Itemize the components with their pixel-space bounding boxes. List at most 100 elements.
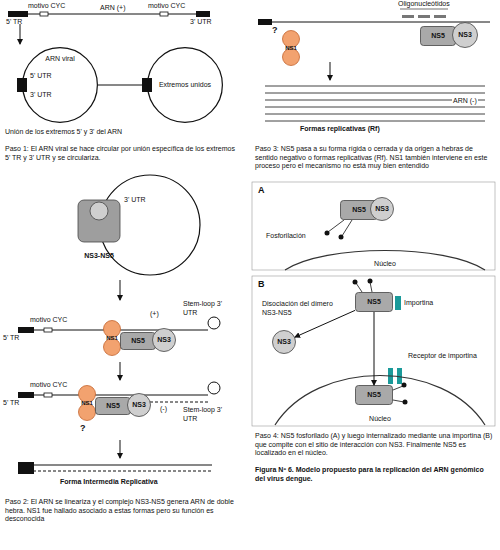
rna-strand: [260, 22, 490, 23]
phosphate-stick: [370, 282, 372, 292]
step-caption: Paso 1: El ARN viral se hace circular po…: [5, 145, 240, 162]
node-label: NS1: [285, 44, 297, 52]
stem-loop-label: Stem-loop 3' UTR: [183, 406, 233, 423]
node-label: ARN viral: [45, 55, 75, 63]
ns3-protein: [273, 331, 296, 354]
nuclear-membrane: [275, 376, 485, 426]
ns3-protein: [153, 329, 176, 352]
utr-block: [18, 327, 34, 333]
strand-label: ARN (+): [100, 4, 125, 13]
stem-loop: [208, 382, 220, 394]
utr-block: [18, 392, 34, 398]
step-caption: Paso 3: NS5 pasa a su forma rígida o cer…: [255, 145, 495, 171]
rna-circle: [148, 48, 223, 123]
ns3-protein: [453, 23, 478, 48]
ns5-protein: [421, 27, 456, 46]
protein: NS1: [282, 30, 300, 66]
node-label: NS5: [367, 298, 381, 306]
node-label: NS5: [106, 402, 120, 410]
phosphate: [353, 280, 358, 285]
protein: NS1: [103, 320, 121, 356]
negative-strand: [150, 402, 208, 403]
protein: NS5: [95, 397, 131, 415]
phosphate-stick: [393, 386, 403, 390]
node-label: NS5: [431, 32, 445, 40]
rna-circle: ARN viral: [22, 47, 98, 123]
protein: NS3: [370, 197, 394, 221]
connector-arrow: [295, 310, 355, 337]
stem-loop: [208, 317, 220, 329]
strand-label: (-): [160, 405, 167, 414]
replicative-strand: [265, 93, 485, 94]
protein: NS5: [355, 385, 393, 405]
unknown-mark: ?: [80, 424, 86, 433]
phosphate-stick: [356, 283, 362, 292]
motif-label: motivo CYC: [28, 2, 65, 11]
end-label: 3' UTR: [124, 196, 146, 205]
ns3-protein: [128, 394, 151, 417]
figure-caption: Figura Nº 6. Modelo propuesto para la re…: [255, 466, 495, 483]
nucleus: Núcleo: [285, 240, 485, 270]
protein: NS3: [127, 393, 151, 417]
cyc-motif: [44, 393, 52, 397]
motif-label: motivo CYC: [30, 381, 67, 390]
node-label: Núcleo: [374, 260, 396, 268]
product-label: Forma Intermedia Replicativa: [60, 478, 158, 487]
rna-strand: [18, 465, 212, 466]
ns5-protein: [356, 293, 393, 312]
negative-strand: [18, 471, 212, 472]
cyc-motif: [40, 12, 48, 16]
importin: [395, 296, 401, 310]
step-arrow: [120, 362, 121, 380]
edge-label: Disociación del dímero NS3-NS5: [262, 300, 337, 317]
phosphate-stick: [393, 400, 404, 402]
ns1-protein: [79, 404, 96, 421]
step-arrow: [120, 280, 121, 300]
protein-label: Importina: [404, 299, 433, 308]
utr-block: [258, 19, 272, 25]
ns5-protein: [96, 398, 131, 415]
process-label: Fosforilación: [266, 232, 306, 241]
node-label: NS3: [458, 31, 472, 39]
ns1-protein: [283, 31, 300, 48]
ns3-protein: [90, 202, 108, 220]
ns1-protein: [104, 339, 121, 356]
protein: NS3: [272, 330, 296, 354]
nucleus: NúcleoNS5: [275, 355, 485, 425]
node-label: NS3: [375, 205, 389, 213]
end-label: 3' UTR: [190, 18, 212, 27]
panel-letter: B: [258, 279, 265, 289]
oligo-label: Oligonucleótidos: [398, 0, 450, 9]
oligonucleotide: [434, 15, 446, 18]
phosphate-stick: [328, 220, 344, 232]
replicative-strand: [265, 86, 485, 87]
panel-frame: [252, 276, 495, 426]
ns1-protein: [283, 49, 300, 66]
panel-letter: A: [258, 185, 265, 195]
protein: NS1: [78, 385, 96, 421]
node-label: Extremos unidos: [159, 81, 211, 89]
node-label: NS1: [81, 399, 93, 407]
strand-label: ARN (-): [452, 97, 478, 106]
cyc-motif: [44, 328, 52, 332]
ns5-protein: [356, 386, 393, 405]
unknown-mark: ?: [272, 26, 278, 35]
node-label: NS5: [367, 391, 381, 399]
oligonucleotide: [418, 15, 430, 18]
product-label: Formas replicativas (Rf): [300, 125, 380, 134]
motif-label: motivo CYC: [148, 2, 185, 11]
protein: NS5: [355, 292, 393, 312]
end-label: 5' TR: [3, 399, 19, 408]
strand-label: (+): [150, 310, 159, 319]
ns3-protein: [371, 198, 394, 221]
phosphate-stick: [342, 220, 352, 236]
note-text: Unión de los extremos 5' y 3' del ARN: [5, 128, 240, 137]
replicative-strand: [265, 107, 485, 108]
panel-frame: [252, 182, 495, 270]
motif-label: motivo CYC: [30, 316, 67, 325]
cyc-motif: [160, 12, 168, 16]
protein: NS3-NS5: [76, 198, 122, 260]
ns1-protein: [104, 321, 121, 338]
oligo-bracket: [400, 9, 448, 10]
